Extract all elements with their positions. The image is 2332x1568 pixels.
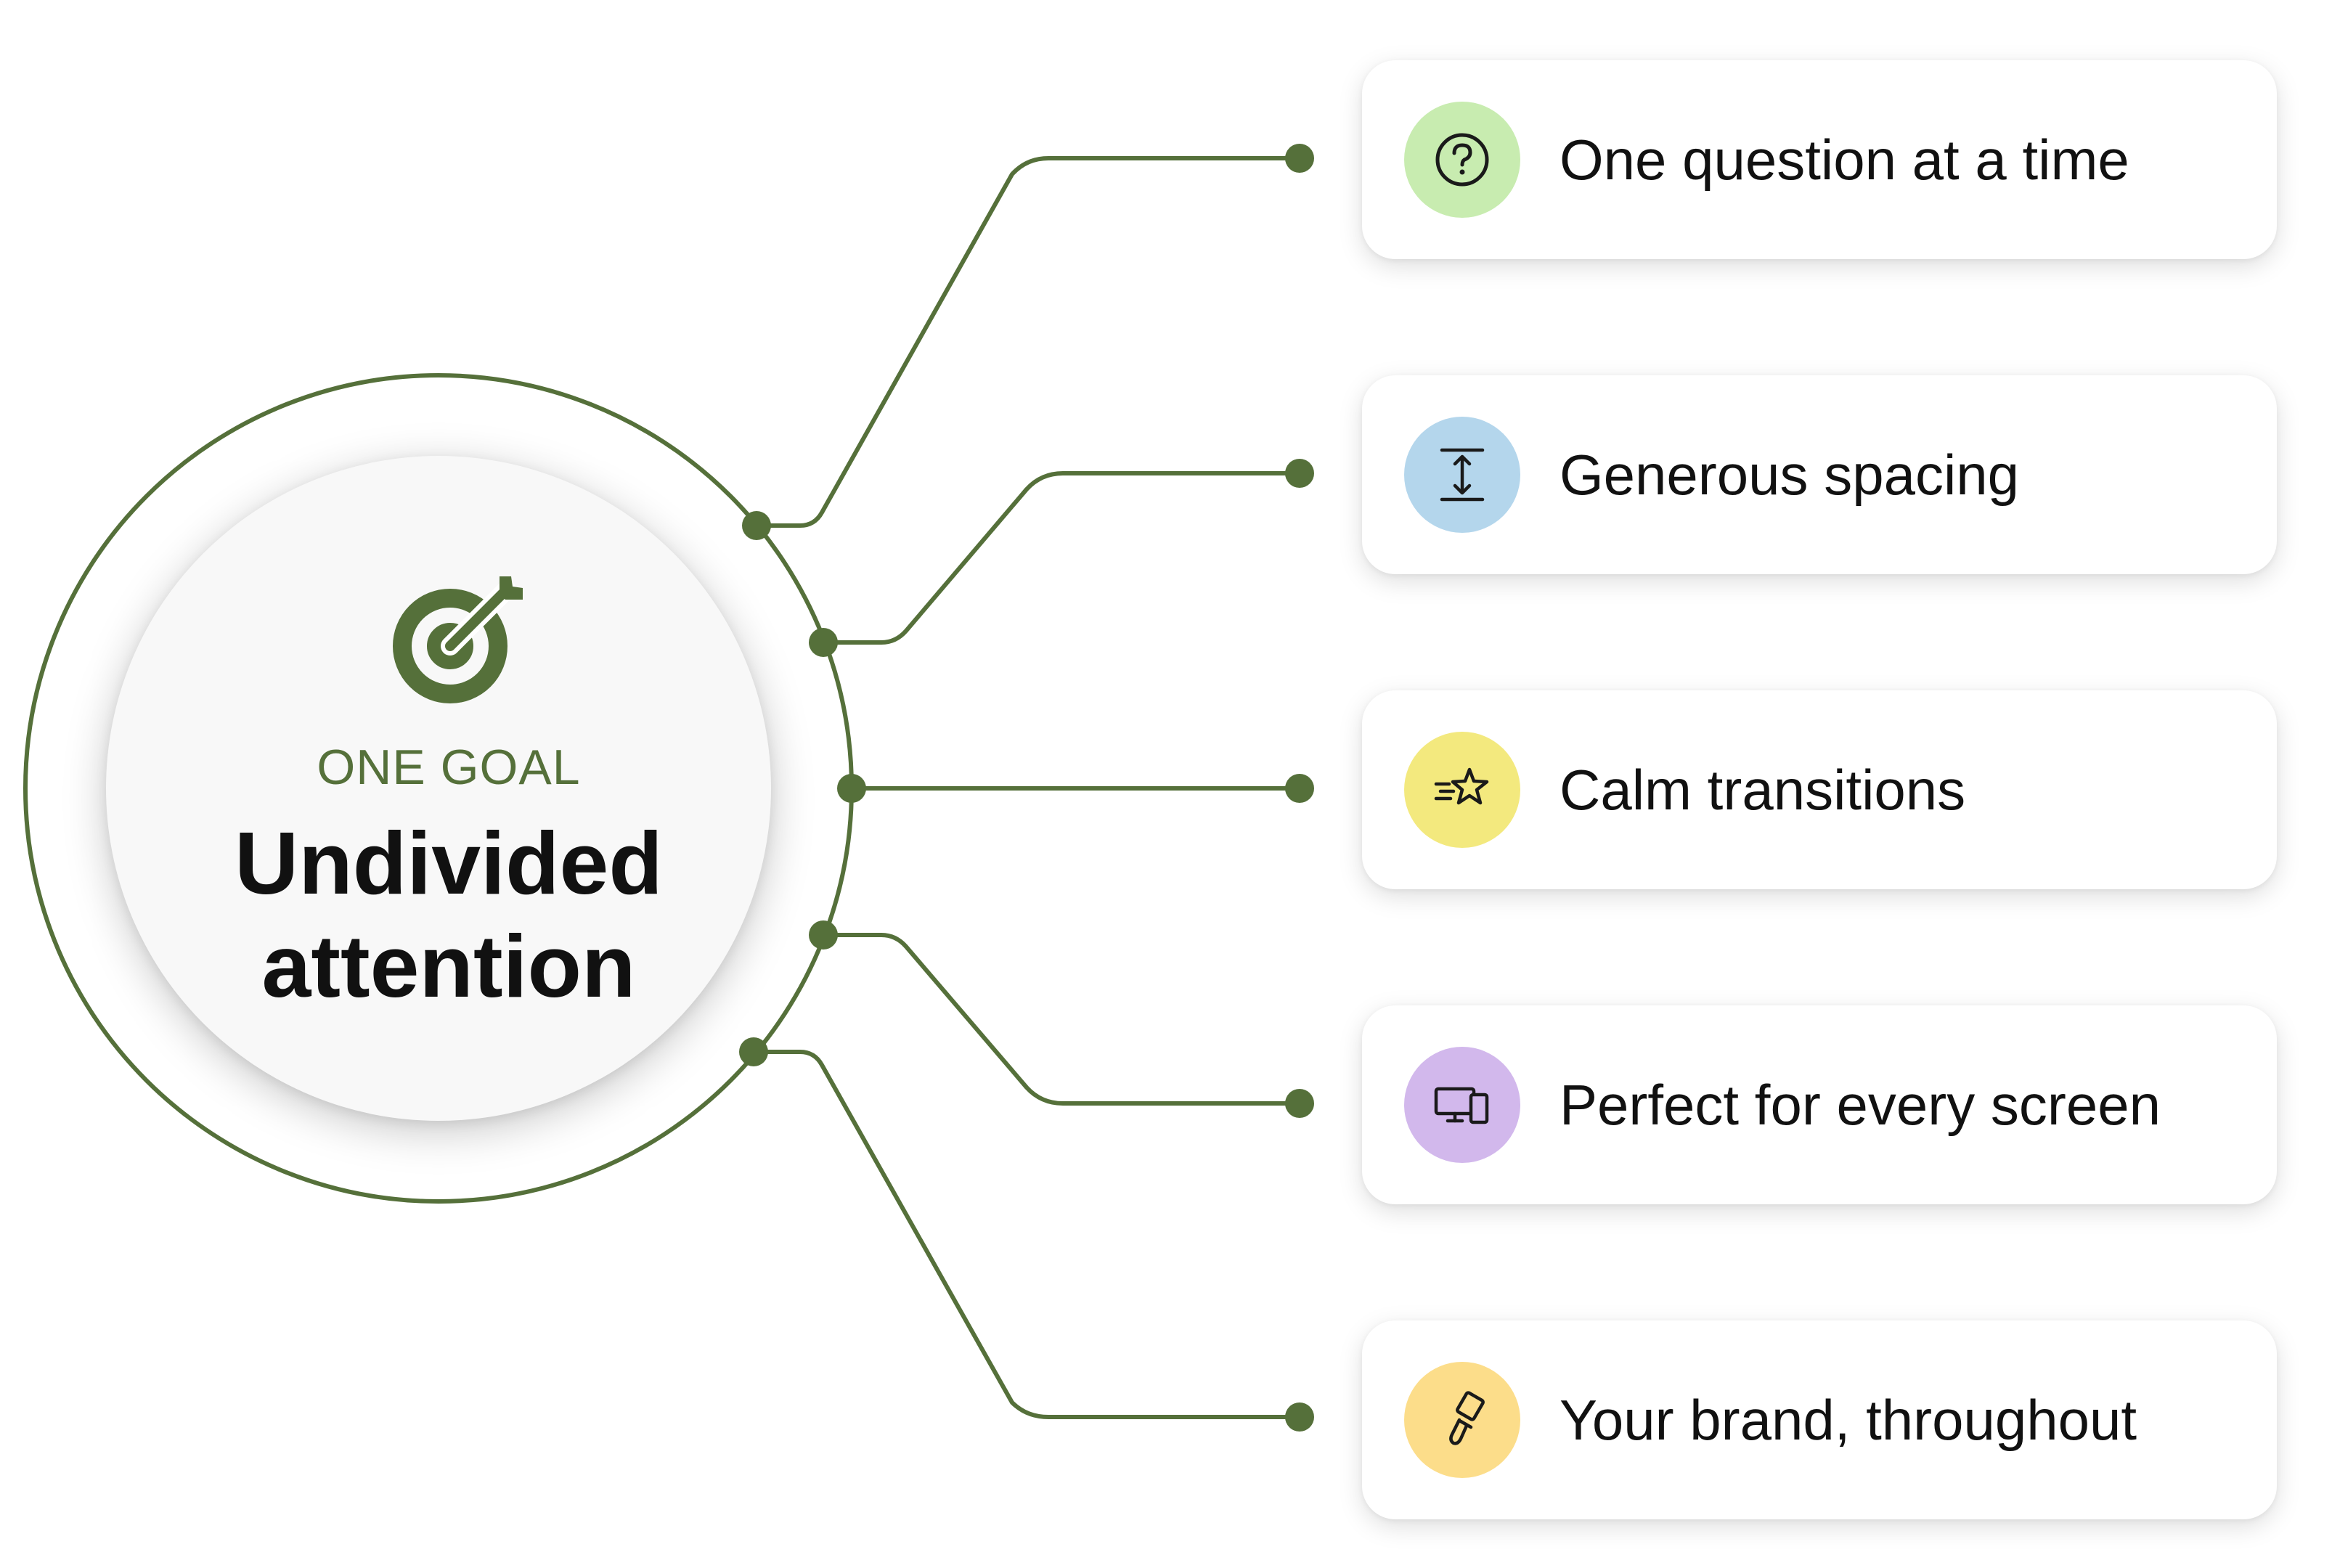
connector-line-4 (821, 933, 1302, 1106)
question-circle-icon (1435, 133, 1489, 187)
connector-line-5 (751, 1050, 1302, 1419)
connector-dot-card-1 (1285, 144, 1314, 173)
vertical-spacing-icon (1440, 448, 1485, 502)
devices-icon (1434, 1087, 1489, 1124)
feature-label: Calm transitions (1560, 758, 1966, 822)
feature-badge (1404, 417, 1520, 533)
feature-card-generous-spacing: Generous spacing (1362, 375, 2277, 574)
hub-title: Undivided attention (106, 812, 791, 1018)
connector-dot-hub-1 (742, 511, 771, 540)
feature-badge (1404, 1047, 1520, 1163)
paintbrush-icon (1449, 1391, 1485, 1445)
feature-label: Generous spacing (1560, 443, 2020, 507)
connector-line-2 (821, 471, 1302, 645)
connector-dot-card-3 (1285, 774, 1314, 803)
connector-dot-hub-4 (809, 920, 838, 950)
hub-kicker: ONE GOAL (317, 740, 581, 795)
feature-badge (1404, 102, 1520, 218)
feature-card-calm-transitions: Calm transitions (1362, 690, 2277, 889)
feature-badge (1404, 1362, 1520, 1478)
connector-dot-hub-3 (837, 774, 866, 803)
feature-card-every-screen: Perfect for every screen (1362, 1005, 2277, 1204)
feature-badge (1404, 732, 1520, 848)
sparkle-star-motion-icon (1434, 767, 1489, 805)
hub-title-line-1: Undivided (235, 814, 663, 912)
hub-circle (106, 456, 771, 1121)
connector-dot-hub-2 (809, 628, 838, 657)
feature-card-one-question: One question at a time (1362, 60, 2277, 259)
feature-card-your-brand: Your brand, throughout (1362, 1320, 2277, 1519)
connector-dot-card-4 (1285, 1089, 1314, 1118)
connector-dot-hub-5 (739, 1037, 768, 1066)
connector-dot-card-2 (1285, 459, 1314, 488)
hub-title-line-2: attention (261, 917, 636, 1016)
feature-label: Your brand, throughout (1560, 1388, 2137, 1452)
feature-label: One question at a time (1560, 128, 2129, 192)
connector-line-1 (754, 156, 1302, 528)
feature-label: Perfect for every screen (1560, 1073, 2161, 1137)
target-arrow-icon (393, 576, 523, 703)
connector-dot-card-5 (1285, 1402, 1314, 1432)
